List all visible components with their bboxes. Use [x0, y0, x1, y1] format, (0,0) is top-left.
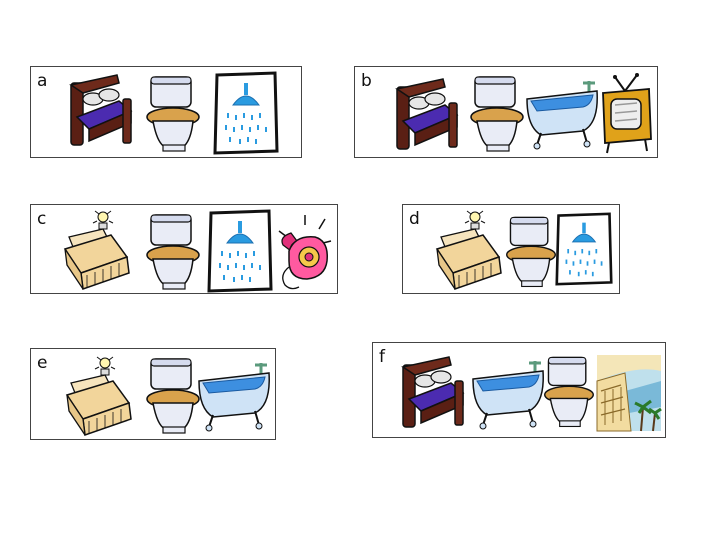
single-bed-icon	[59, 209, 131, 293]
option-letter: e	[37, 353, 48, 373]
television-icon	[599, 73, 655, 157]
toilet-icon	[143, 209, 203, 293]
toilet-icon	[467, 71, 527, 155]
shower-icon	[213, 71, 279, 155]
bathtub-icon	[523, 73, 601, 157]
option-d-box[interactable]: d	[402, 204, 620, 294]
double-bed-icon	[63, 69, 135, 153]
toilet-icon	[503, 209, 559, 293]
shower-icon	[207, 209, 273, 293]
double-bed-icon	[395, 351, 467, 435]
option-a-box[interactable]: a	[30, 66, 302, 158]
option-b-box[interactable]: b	[354, 66, 658, 158]
telephone-icon	[275, 211, 335, 295]
toilet-icon	[143, 71, 203, 155]
toilet-icon	[541, 349, 597, 433]
single-bed-icon	[61, 355, 133, 439]
single-bed-icon	[431, 209, 503, 293]
shower-icon	[555, 211, 613, 287]
toilet-icon	[143, 353, 203, 437]
option-f-box[interactable]: f	[372, 342, 666, 438]
option-e-box[interactable]: e	[30, 348, 276, 440]
option-letter: c	[37, 209, 47, 229]
option-letter: f	[379, 347, 385, 367]
bathtub-icon	[195, 355, 273, 439]
option-letter: a	[37, 71, 48, 91]
balcony-sea-view-icon	[595, 351, 663, 435]
bathtub-icon	[469, 353, 547, 437]
option-letter: b	[361, 71, 372, 91]
double-bed-icon	[389, 73, 461, 157]
option-c-box[interactable]: c	[30, 204, 338, 294]
option-letter: d	[409, 209, 420, 229]
